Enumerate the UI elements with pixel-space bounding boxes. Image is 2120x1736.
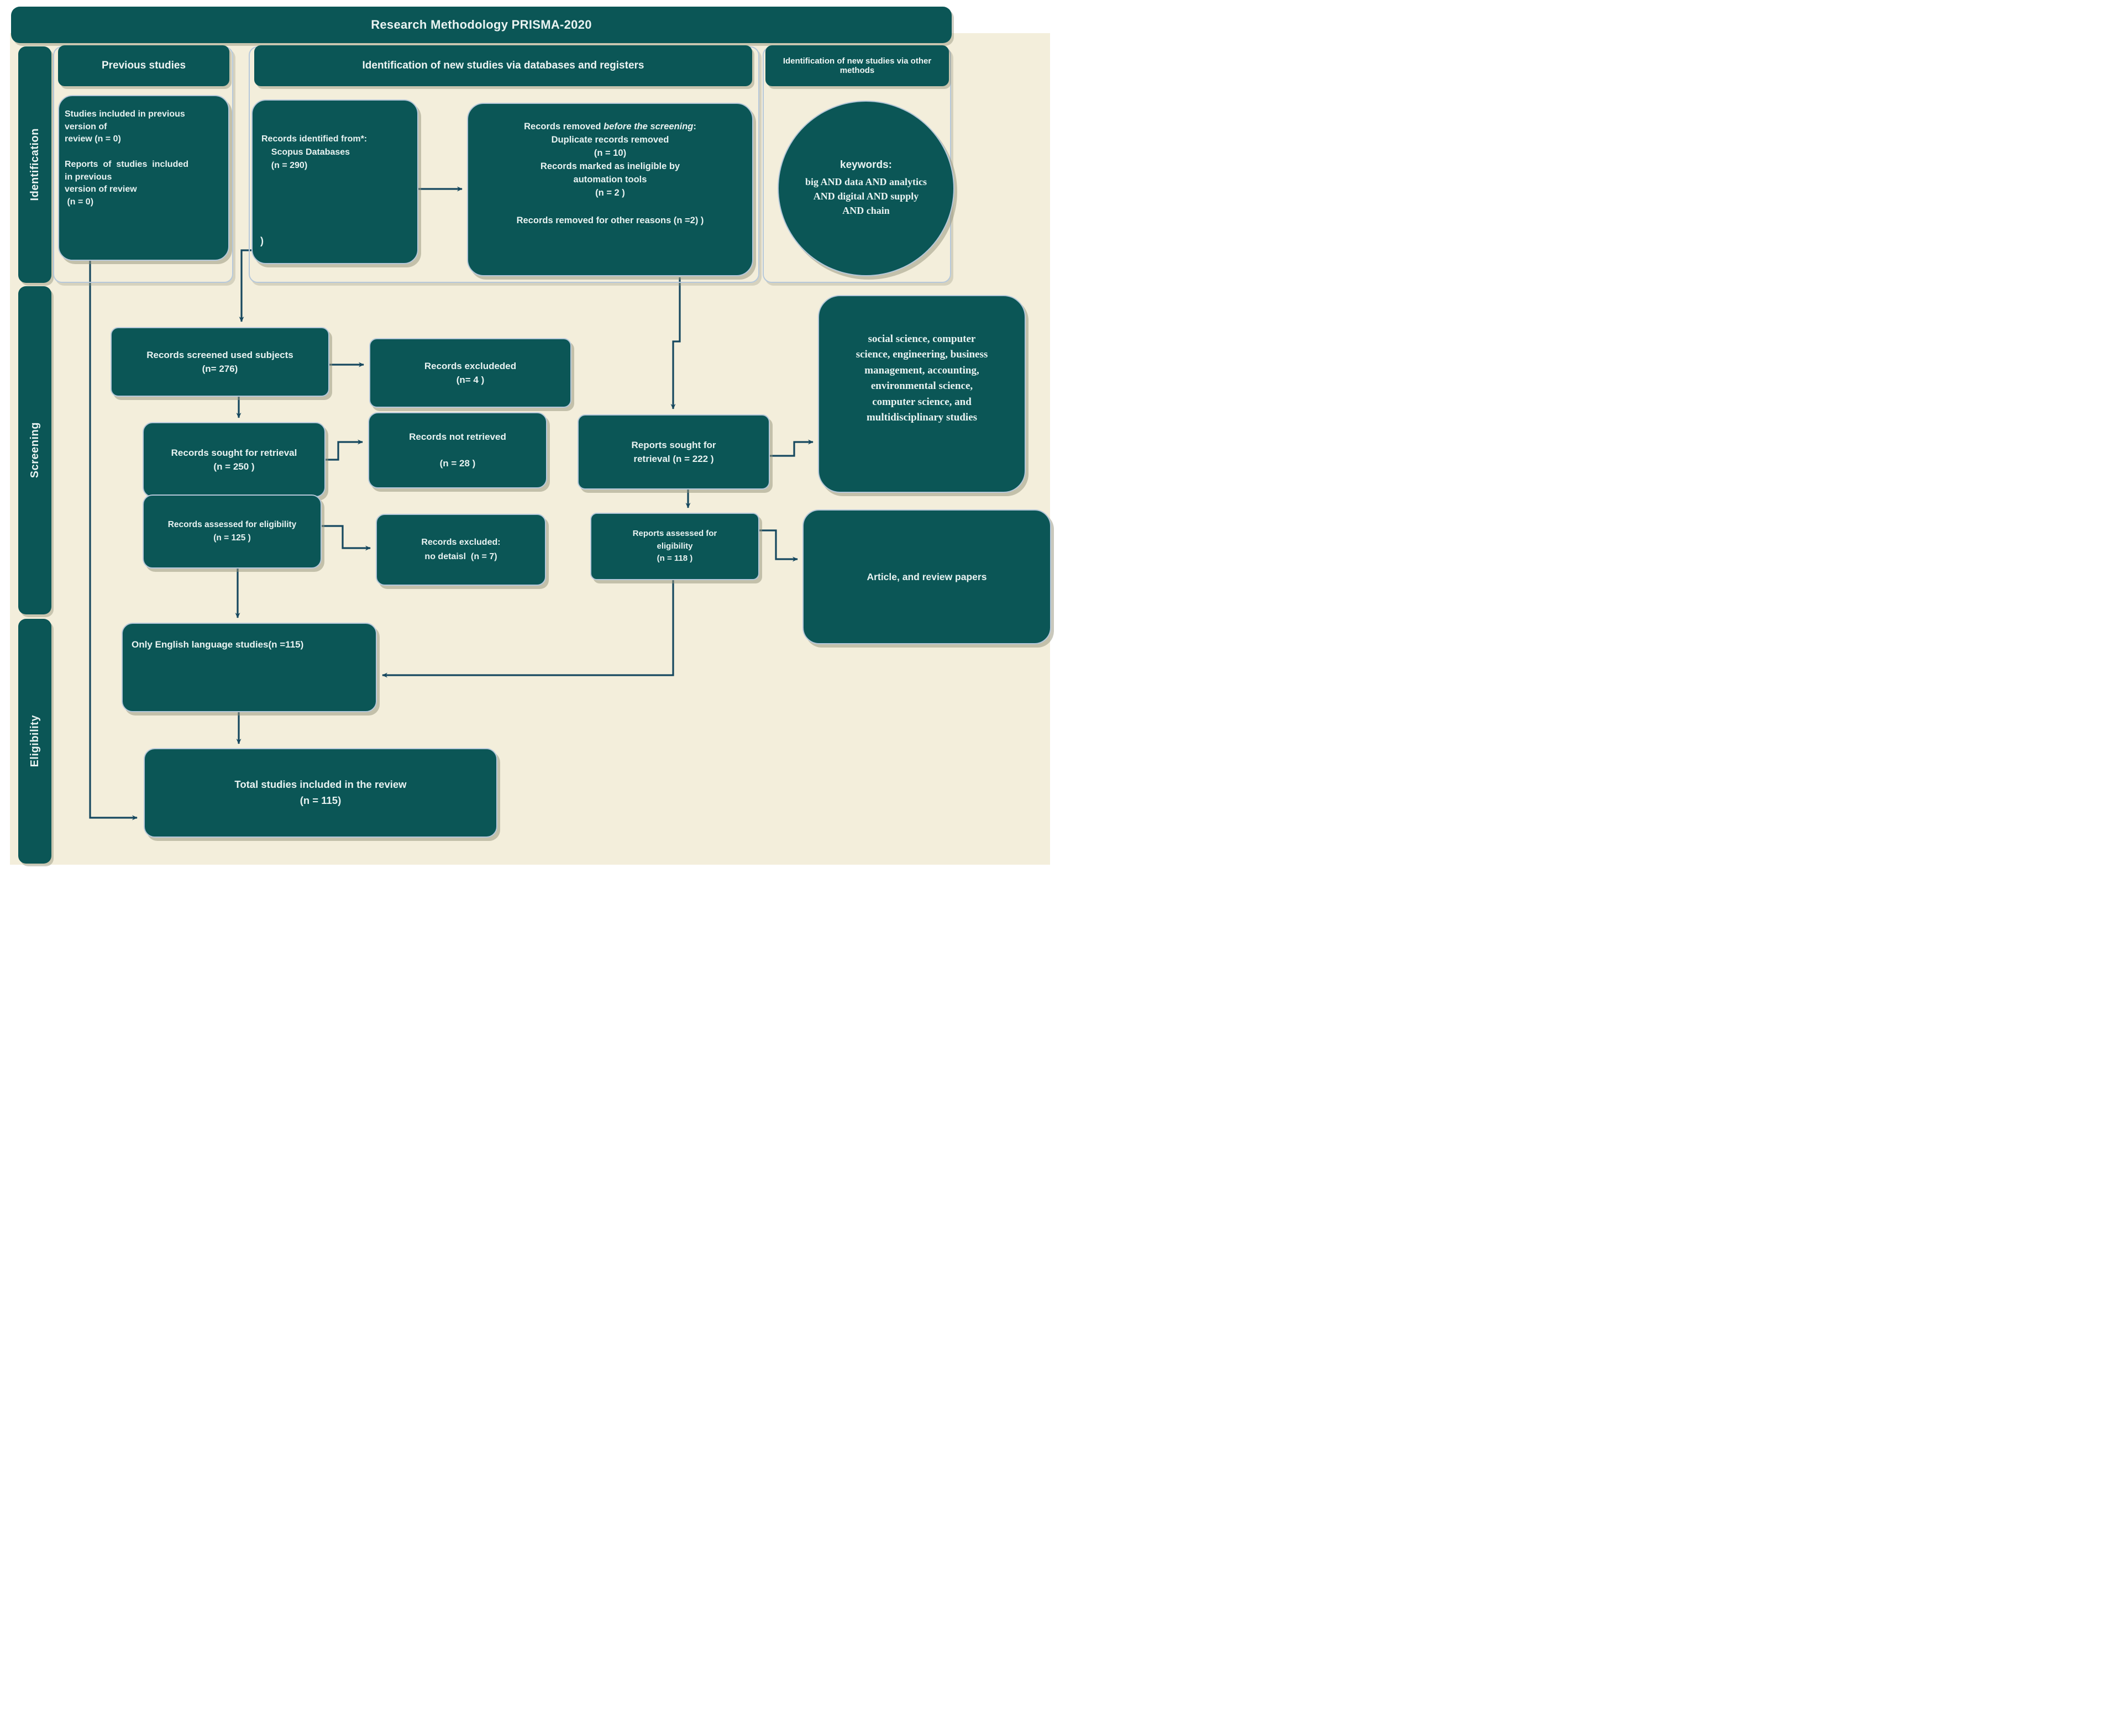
box-records-excluded-no-detail: Records excluded: no detaisl (n = 7) <box>376 514 546 586</box>
header-databases-registers-label: Identification of new studies via databa… <box>362 60 644 71</box>
box-records-excludeded: Records excludeded (n= 4 ) <box>369 338 571 408</box>
box-records-removed: Records removed before the screening: Du… <box>467 103 753 276</box>
box-records-removed-italic: before the screening <box>604 122 694 131</box>
header-databases-registers: Identification of new studies via databa… <box>254 45 752 86</box>
header-previous-studies: Previous studies <box>58 45 229 86</box>
box-previous-studies: Studies included in previous version of … <box>58 95 229 261</box>
box-records-sought: Records sought for retrieval (n = 250 ) <box>143 422 326 497</box>
box-article-review-papers: Article, and review papers <box>802 509 1051 644</box>
box-only-english: Only English language studies(n =115) <box>122 623 377 712</box>
header-other-methods-label: Identification of new studies via other … <box>783 56 932 75</box>
box-records-screened: Records screened used subjects (n= 276) <box>111 327 329 397</box>
box-records-assessed: Records assessed for eligibility (n = 12… <box>143 495 322 569</box>
keywords-title: keywords: <box>840 159 892 171</box>
keywords-circle: keywords: big AND data AND analytics AND… <box>778 101 954 276</box>
sidebar-stage-eligibility-label: Eligibility <box>28 715 41 767</box>
sidebar-stage-identification: Identification <box>18 46 51 283</box>
header-previous-studies-label: Previous studies <box>101 60 186 71</box>
box-subject-areas: social science, computer science, engine… <box>818 295 1026 493</box>
box-records-removed-other-reasons: Records removed for other reasons (n =2)… <box>516 215 704 225</box>
sidebar-stage-eligibility: Eligibility <box>18 619 51 864</box>
header-other-methods: Identification of new studies via other … <box>765 45 949 86</box>
box-records-removed-title: Records removed before the screening: <box>475 120 746 134</box>
diagram-title: Research Methodology PRISMA-2020 <box>11 7 952 43</box>
diagram-title-text: Research Methodology PRISMA-2020 <box>371 18 592 31</box>
prisma-flow-diagram: Research Methodology PRISMA-2020 Identif… <box>0 0 1060 868</box>
box-reports-assessed: Reports assessed for eligibility (n = 11… <box>590 513 759 580</box>
box-previous-studies-text: Studies included in previous version of … <box>65 109 189 207</box>
sidebar-stage-identification-label: Identification <box>28 128 41 201</box>
sidebar-stage-screening-label: Screening <box>28 422 41 478</box>
box-records-not-retrieved: Records not retrieved (n = 28 ) <box>368 412 547 488</box>
keywords-body: big AND data AND analytics AND digital A… <box>805 176 927 217</box>
box-records-identified-text: Records identified from*: Scopus Databas… <box>261 134 368 170</box>
box-records-removed-details: Duplicate records removed (n = 10) Recor… <box>540 134 680 198</box>
box-records-removed-prefix: Records removed <box>524 122 604 131</box>
box-records-identified-trailing-paren: ) <box>260 235 264 246</box>
box-only-english-text: Only English language studies(n =115) <box>132 639 304 650</box>
box-records-removed-colon: : <box>693 122 696 131</box>
sidebar-stage-screening: Screening <box>18 286 51 614</box>
box-records-identified: Records identified from*: Scopus Databas… <box>251 99 418 264</box>
box-total-included: Total studies included in the review (n … <box>144 748 497 838</box>
box-reports-sought: Reports sought for retrieval (n = 222 ) <box>578 414 770 490</box>
